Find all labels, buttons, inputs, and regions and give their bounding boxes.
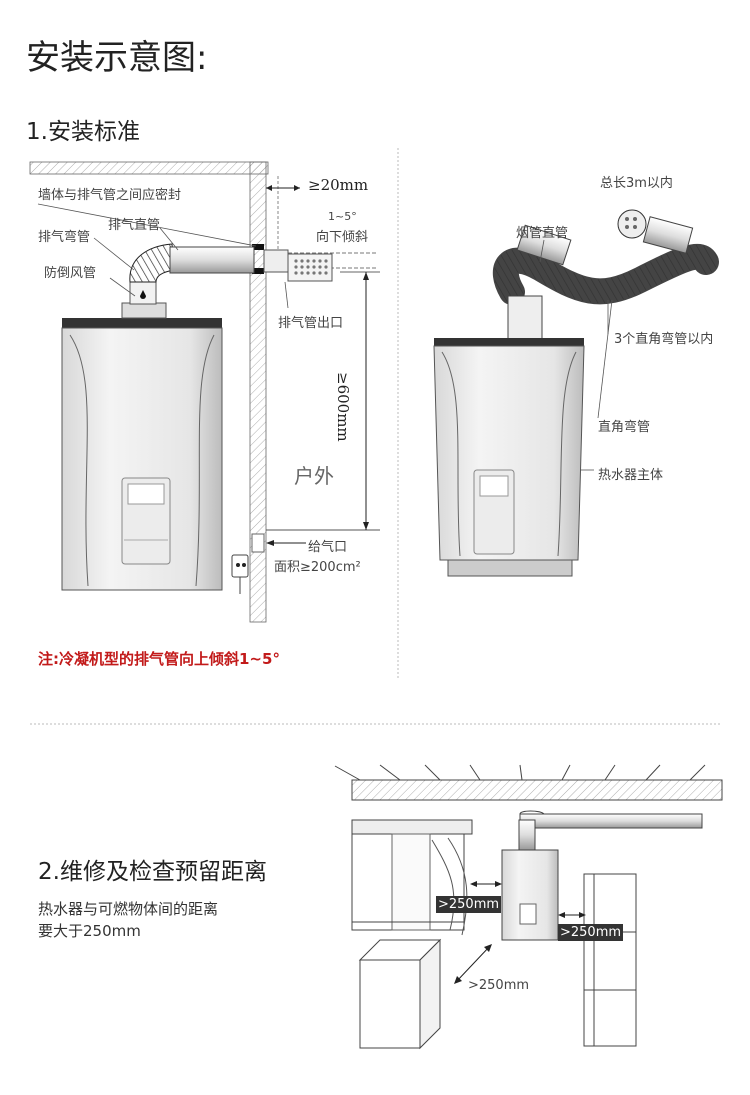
section-clearance-title: 2.维修及检查预留距离 xyxy=(38,859,267,885)
label-chimney-straight: 烟管直管 xyxy=(516,226,569,241)
label-air-area: 面积≥200cm² xyxy=(274,560,361,575)
tag-dist-right: >250mm xyxy=(558,924,624,941)
condensing-note: 注:冷凝机型的排气管向上倾斜1~5° xyxy=(38,650,280,668)
label-slope: 1~5° xyxy=(328,210,357,223)
clearance-desc-line1: 热水器与可燃物体间的距离 xyxy=(38,900,219,918)
label-total-length: 总长3m以内 xyxy=(600,176,673,191)
label-flue-outlet: 排气管出口 xyxy=(278,316,344,331)
label-slope-dir: 向下倾斜 xyxy=(316,230,369,245)
label-height: ≥600mm xyxy=(334,372,352,442)
clearance-desc-line2: 要大于250mm xyxy=(38,922,141,940)
label-flue-elbow: 排气弯管 xyxy=(38,230,91,245)
label-anti-backdraft: 防倒风管 xyxy=(44,266,97,281)
section-install-standard-title: 1.安装标准 xyxy=(26,119,140,145)
left-install-diagram xyxy=(29,161,380,623)
label-wall-seal: 墙体与排气管之间应密封 xyxy=(38,188,182,203)
tag-dist-left: >250mm xyxy=(436,896,502,913)
label-heater-body: 热水器主体 xyxy=(598,468,664,483)
room-diagram xyxy=(334,764,723,1050)
label-outdoor: 户外 xyxy=(294,464,334,488)
label-flue-straight: 排气直管 xyxy=(108,218,161,233)
label-elbows: 3个直角弯管以内 xyxy=(614,332,714,347)
label-gap: ≥20mm xyxy=(308,176,369,194)
label-right-angle-elbow: 直角弯管 xyxy=(598,420,651,435)
label-air-inlet: 给气口 xyxy=(308,540,348,555)
label-dist-front: >250mm xyxy=(468,978,530,993)
right-install-diagram xyxy=(433,209,719,577)
page-title: 安装示意图: xyxy=(26,38,208,78)
